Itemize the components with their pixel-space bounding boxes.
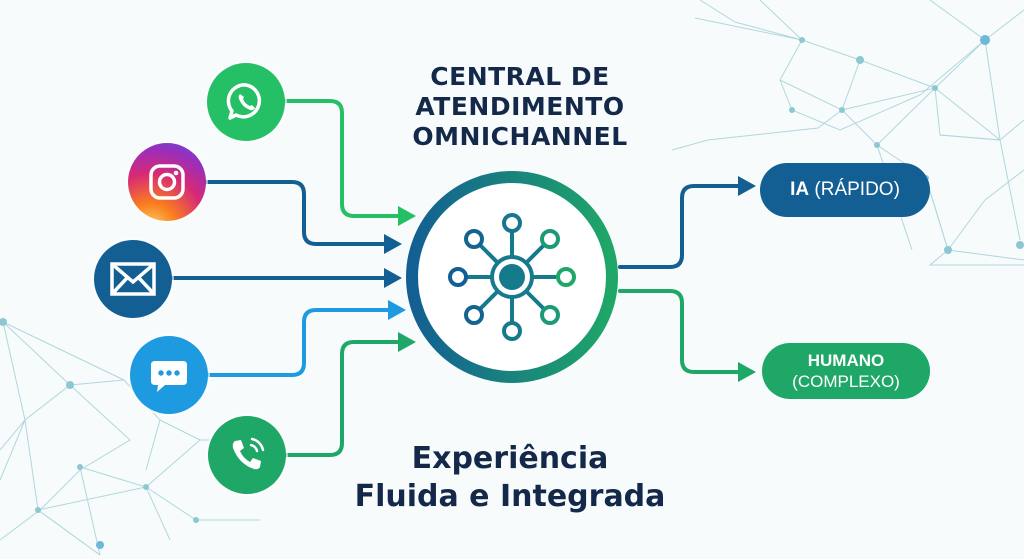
diagram-title: CENTRAL DE ATENDIMENTO OMNICHANNEL [380,62,660,152]
subtitle-line-1: Experiência [411,441,609,476]
subtitle-line-2: Fluida e Integrada [354,479,666,514]
whatsapp-icon [226,83,262,120]
network-hub-icon [448,213,576,341]
diagram-subtitle: Experiência Fluida e Integrada [330,440,690,516]
channel-instagram [128,143,206,221]
output-ia-sublabel: (RÁPIDO) [814,179,900,200]
output-ia-label: IA [790,179,810,200]
output-humano-label: HUMANO [807,351,885,370]
output-humano-sublabel: (COMPLEXO) [792,372,900,391]
title-line-3: OMNICHANNEL [412,122,628,151]
channel-phone [208,416,286,494]
channel-whatsapp [207,63,285,141]
output-humano-complexo: HUMANO (COMPLEXO) [762,343,930,399]
output-ia-rapido: IA (RÁPIDO) [760,163,930,217]
instagram-icon [149,164,185,200]
channel-chat [130,336,208,414]
title-line-1: CENTRAL DE [430,62,610,91]
channel-email [94,240,172,318]
email-envelope-icon [110,262,156,296]
chat-bubble-icon [151,361,187,392]
phone-icon [232,437,265,470]
title-line-2: ATENDIMENTO [415,92,625,121]
